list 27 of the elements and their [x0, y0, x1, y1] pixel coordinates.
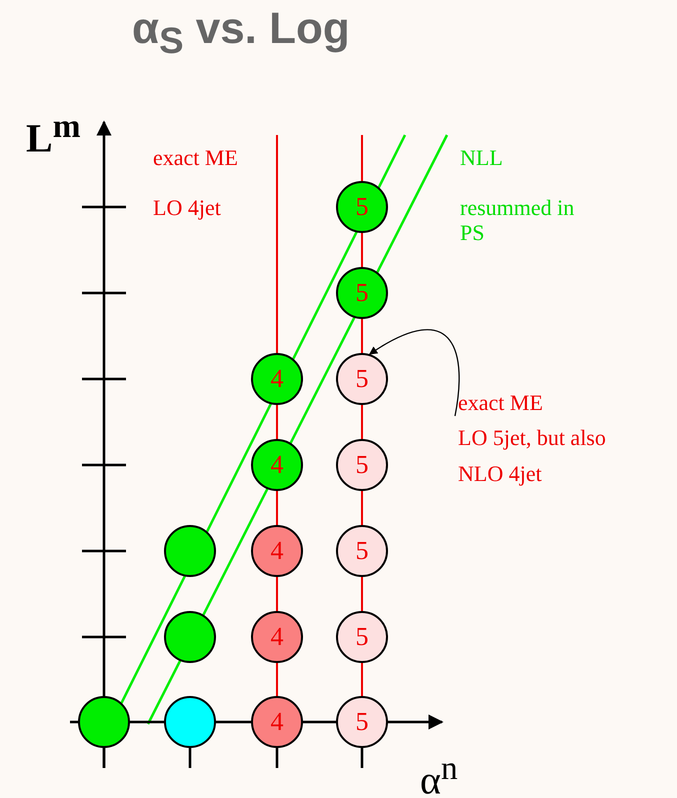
numbered-circle: 5 [336, 525, 388, 577]
numbered-circle: 5 [336, 439, 388, 491]
annotation-text: LO 5jet, but also [458, 425, 607, 451]
axis-label: L$^{m}$ [26, 108, 80, 162]
numbered-circle: 4 [251, 611, 303, 663]
annotation-text: exact ME [153, 145, 238, 170]
numbered-circle: 5 [336, 611, 388, 663]
annotation-text: NLL [460, 145, 503, 170]
numbered-circle: 5 [336, 353, 388, 405]
numbered-circle: 4 [251, 696, 303, 748]
circle [78, 696, 130, 748]
axis-label: α$^{n}$ [420, 750, 458, 798]
numbered-circle: 4 [251, 525, 303, 577]
curved-arrow [368, 329, 460, 416]
numbered-circle: 5 [336, 181, 388, 233]
numbered-circle: 5 [336, 696, 388, 748]
circle [164, 611, 216, 663]
numbered-circle: 4 [251, 439, 303, 491]
annotation-text: exact ME [458, 390, 544, 416]
annotation-text: resummed in PS [460, 195, 576, 246]
annotation-text: LO 4jet [153, 195, 221, 220]
numbered-circle: 4 [251, 353, 303, 405]
annotation-text: NLO 4jet [458, 460, 543, 486]
numbered-circle: 5 [336, 267, 388, 319]
title: α$_{S}$ vs. Log [132, 4, 350, 62]
circle [164, 696, 216, 748]
circle [164, 525, 216, 577]
